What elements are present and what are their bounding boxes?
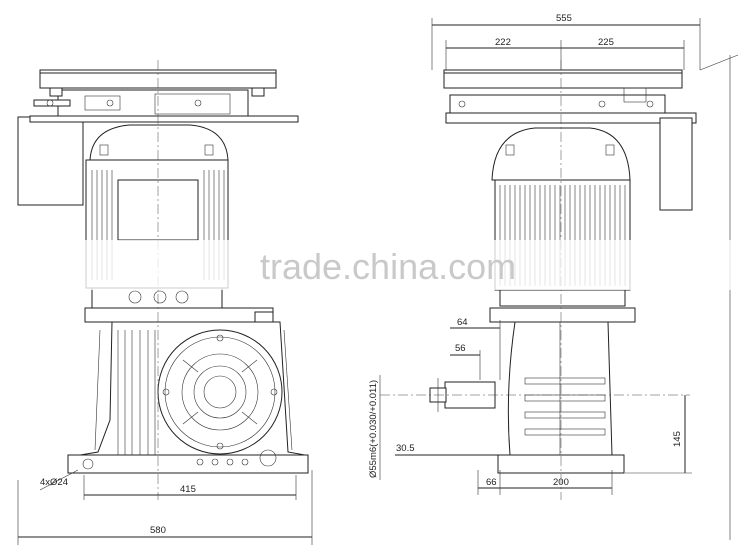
- dim-64: 64: [457, 317, 468, 328]
- left-view: 415 580 4xØ24: [17, 60, 313, 545]
- left-brake-body: [57, 89, 249, 119]
- dim-225: 225: [598, 37, 614, 48]
- dim-bolt-holes: 4xØ24: [40, 477, 68, 488]
- left-worm-wheel: [157, 329, 283, 455]
- dim-145: 145: [672, 431, 683, 447]
- dim-shaft-diameter: Ø55m6(+0.030/+0.011): [368, 380, 379, 478]
- left-base: [67, 454, 309, 474]
- dim-580: 580: [150, 525, 166, 536]
- right-top-plate: [443, 69, 683, 89]
- dim-415: 415: [180, 484, 196, 495]
- dim-56: 56: [455, 343, 466, 354]
- dim-555: 555: [556, 13, 572, 24]
- left-gearbox-ribs: [94, 329, 293, 455]
- left-motor-cap: [89, 124, 229, 161]
- watermark: trade.china.com: [260, 246, 516, 287]
- dim-222: 222: [495, 37, 511, 48]
- dim-30-5: 30.5: [396, 443, 415, 454]
- left-side-cover: [17, 116, 84, 206]
- dim-200: 200: [553, 477, 569, 488]
- watermark-band: [0, 240, 748, 290]
- dim-66: 66: [486, 477, 497, 488]
